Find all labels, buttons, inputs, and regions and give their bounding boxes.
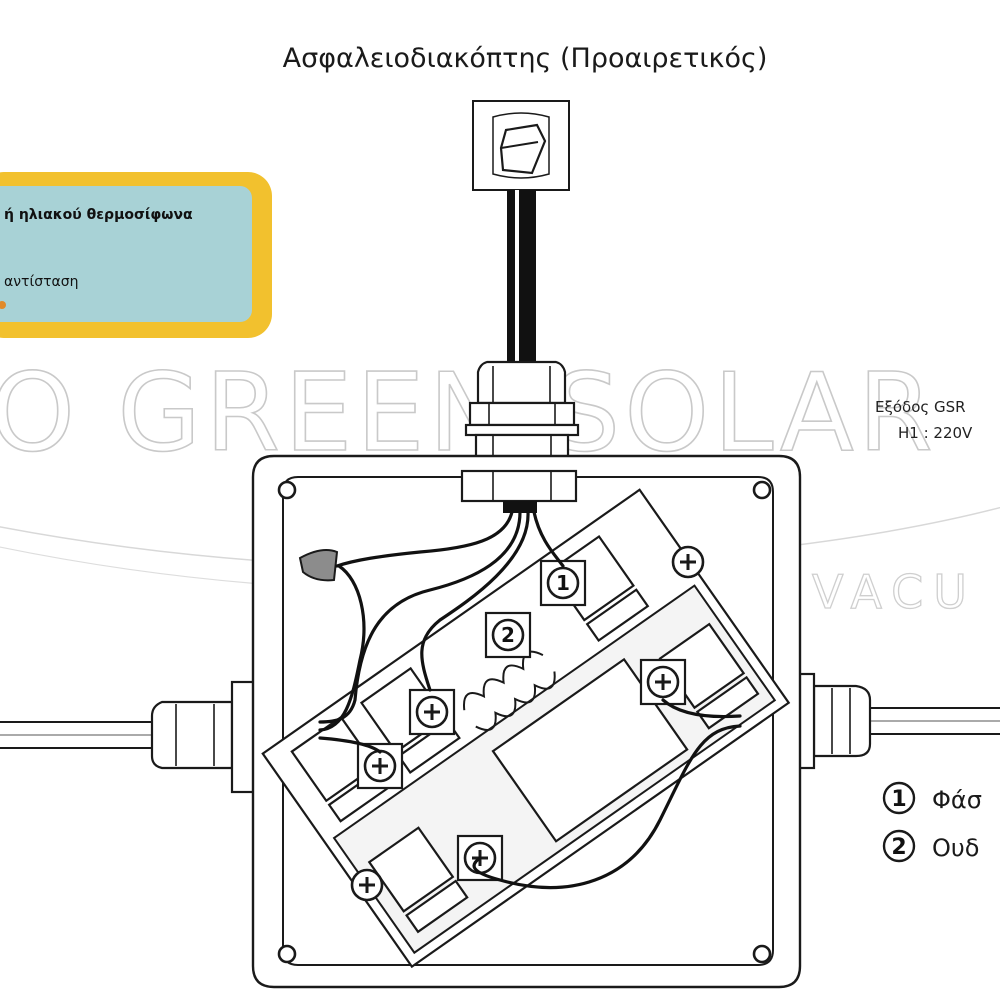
terminal-2-number: 2 bbox=[501, 623, 515, 647]
info-card-line1: ή ηλιακού θερμοσίφωνα bbox=[4, 207, 193, 223]
legend-item-2-number: 2 bbox=[891, 835, 906, 860]
switch-cable bbox=[507, 190, 536, 366]
legend-item-2: 2 Ουδ bbox=[882, 829, 979, 863]
output-label-line1: Εξόδος GSR bbox=[875, 398, 966, 416]
output-label-line2: H1 : 220V bbox=[898, 424, 973, 442]
breaker-switch bbox=[472, 100, 570, 191]
watermark-subtext: VACU bbox=[812, 565, 977, 619]
wire-connector bbox=[298, 549, 339, 582]
legend-item-2-label: Ουδ bbox=[932, 834, 979, 862]
info-card: ή ηλιακού θερμοσίφωνα αντίσταση bbox=[0, 172, 272, 338]
terminal-2: 2 bbox=[484, 611, 532, 659]
legend-item-1-number: 1 bbox=[891, 787, 906, 812]
switch-title: Ασφαλειοδιακόπτης (Προαιρετικός) bbox=[283, 43, 768, 74]
legend-item-1-label: Φάσ bbox=[932, 786, 982, 814]
legend: 1 Φάσ 2 Ουδ bbox=[882, 781, 982, 863]
terminal-1: 1 bbox=[539, 559, 587, 607]
terminal-1-number: 1 bbox=[556, 571, 570, 595]
internal-wires bbox=[318, 510, 742, 890]
info-card-line2: αντίσταση bbox=[4, 274, 79, 290]
legend-item-1: 1 Φάσ bbox=[882, 781, 982, 815]
screw-terminals bbox=[350, 545, 705, 902]
